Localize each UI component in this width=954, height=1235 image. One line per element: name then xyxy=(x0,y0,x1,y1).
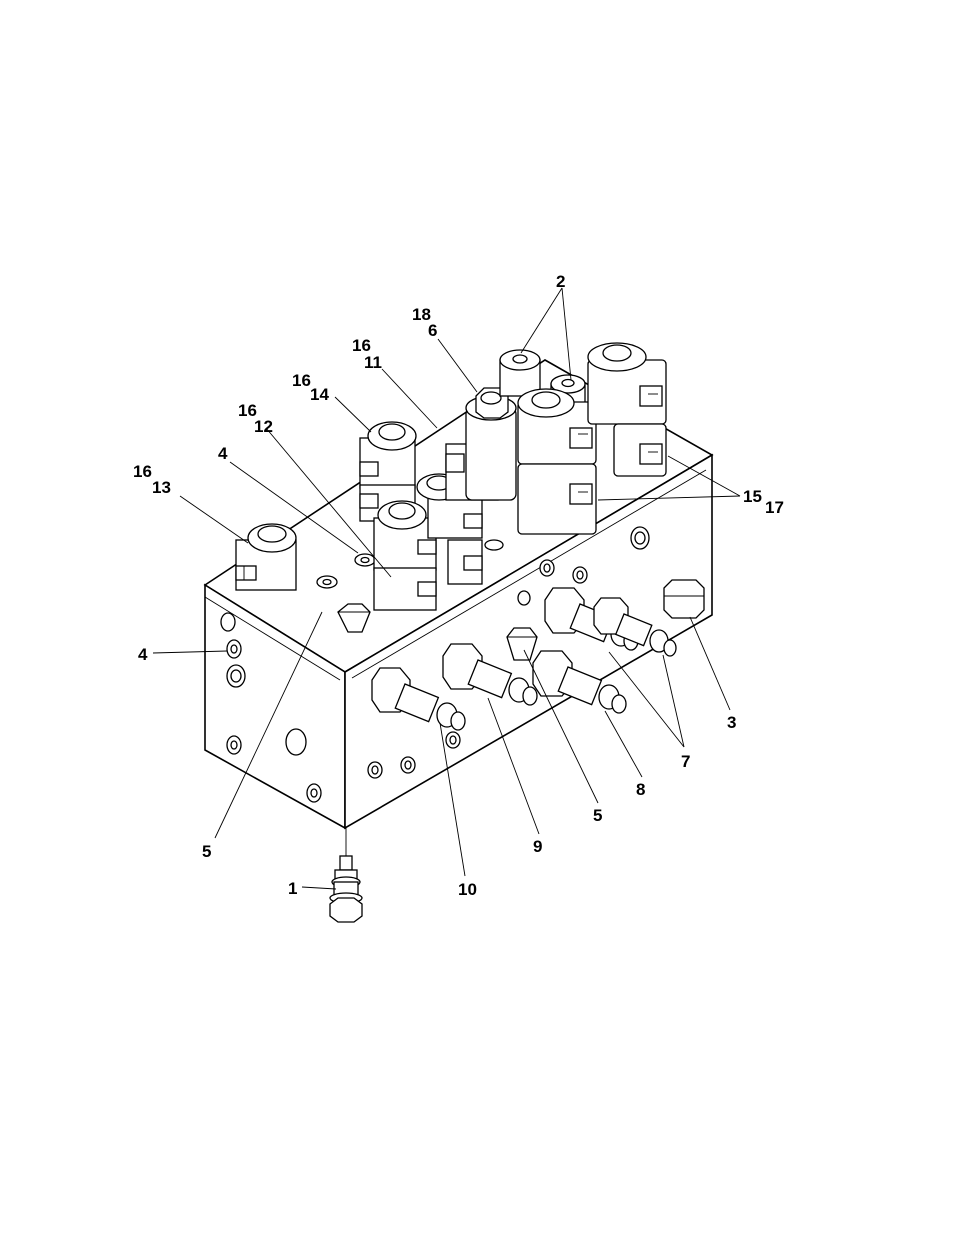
callout-16-c: 16 xyxy=(238,401,257,420)
callout-7: 7 xyxy=(681,752,690,771)
callout-5-right: 5 xyxy=(593,806,602,825)
solenoid-15-front xyxy=(518,389,596,534)
callout-16-b: 16 xyxy=(292,371,311,390)
callout-16-d: 16 xyxy=(133,462,152,481)
callout-11: 11 xyxy=(364,353,382,372)
callout-16-a: 16 xyxy=(352,336,371,355)
callout-2: 2 xyxy=(556,272,565,291)
callout-1: 1 xyxy=(288,879,297,898)
callout-5-left: 5 xyxy=(202,842,211,861)
plug-2a xyxy=(500,350,540,396)
callout-4-left: 4 xyxy=(138,645,148,664)
plug-3 xyxy=(664,580,704,618)
callout-14: 14 xyxy=(310,385,329,404)
callout-13: 13 xyxy=(152,478,171,497)
callout-10: 10 xyxy=(458,880,477,899)
callout-17: 17 xyxy=(765,498,784,517)
callout-15: 15 xyxy=(743,487,762,506)
callout-18: 18 xyxy=(412,305,431,324)
valve-6 xyxy=(446,388,516,500)
callout-3: 3 xyxy=(727,713,736,732)
callout-9: 9 xyxy=(533,837,542,856)
callout-8: 8 xyxy=(636,780,645,799)
callout-4-top: 4 xyxy=(218,444,228,463)
cartridge-1 xyxy=(330,828,362,922)
solenoid-13 xyxy=(236,524,296,590)
